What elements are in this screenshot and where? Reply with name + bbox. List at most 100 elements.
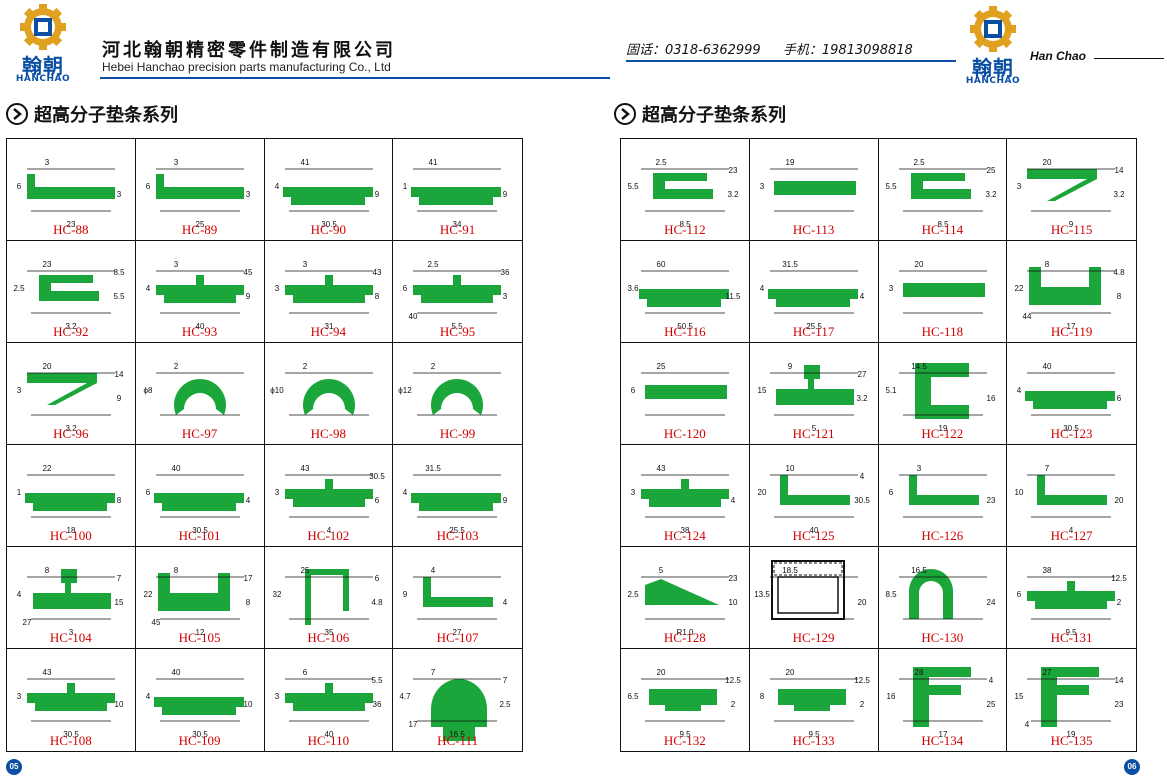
profile-shape xyxy=(1025,391,1116,409)
part-code-label: HC-93 xyxy=(181,324,218,339)
profile-shape xyxy=(777,689,846,711)
dimension-label: 4 xyxy=(860,472,865,481)
dimension-label: 5 xyxy=(812,424,817,433)
profile-shape xyxy=(914,363,969,419)
dimension-label: 40 xyxy=(809,526,818,535)
profile-drawing: 18.513.520 xyxy=(754,560,867,620)
dimension-label: 8 xyxy=(760,692,765,701)
dimension-label: 10 xyxy=(729,598,738,607)
brand-name-en: Han Chao xyxy=(1030,49,1087,63)
dimension-label: 3 xyxy=(174,158,179,167)
dimension-label: 12.5 xyxy=(1111,574,1127,583)
dimension-label: 45 xyxy=(243,268,252,277)
dimension-label: 19 xyxy=(938,424,947,433)
dimension-label: 2.5 xyxy=(627,590,639,599)
dimension-label: 4 xyxy=(17,590,22,599)
mobile-number: 手机：19813098818 xyxy=(782,43,913,58)
part-code-label: HC-114 xyxy=(921,222,964,237)
dimension-label: 2 xyxy=(302,362,307,371)
part-code-label: HC-131 xyxy=(1050,630,1093,645)
profile-shape xyxy=(431,379,484,415)
dimension-label: 4 xyxy=(146,692,151,701)
header-rule-right xyxy=(626,60,956,62)
dimension-label: ϕ12 xyxy=(399,386,413,395)
part-code-label: HC-129 xyxy=(792,630,835,645)
dimension-label: 27 xyxy=(23,618,32,627)
dimension-label: 4 xyxy=(246,496,251,505)
dimension-label: 5.1 xyxy=(885,386,897,395)
dimension-label: 50.5 xyxy=(677,322,693,331)
logo-text-en: HANCHAO xyxy=(965,76,1021,86)
dimension-label: 17 xyxy=(243,574,252,583)
part-code-label: HC-104 xyxy=(49,630,92,645)
dimension-label: 19 xyxy=(1067,730,1076,739)
dimension-label: 17 xyxy=(409,720,418,729)
part-code-label: HC-116 xyxy=(664,324,706,339)
dimension-label: 3.2 xyxy=(985,190,997,199)
profile-shape xyxy=(304,569,349,625)
profile-drawing: 203 xyxy=(888,260,987,314)
dimension-label: 2 xyxy=(1117,598,1122,607)
profile-shape xyxy=(302,379,355,415)
dimension-label: 4 xyxy=(403,488,408,497)
dimension-label: 40 xyxy=(1043,362,1052,371)
page-number-right: 06 xyxy=(1124,759,1140,775)
dimension-label: 3.2 xyxy=(65,322,77,331)
part-code-label: HC-135 xyxy=(1050,733,1093,748)
dimension-label: 3 xyxy=(117,190,122,199)
dimension-label: 16 xyxy=(986,394,995,403)
part-code-label: HC-115 xyxy=(1050,222,1093,237)
dimension-label: 2 xyxy=(860,700,865,709)
dimension-label: 27 xyxy=(1043,668,1052,677)
part-code-label: HC-105 xyxy=(178,630,221,645)
dimension-label: 22 xyxy=(1015,284,1024,293)
part-code-label: HC-108 xyxy=(49,733,92,748)
profile-shape xyxy=(775,365,854,405)
part-code-label: HC-134 xyxy=(921,733,964,748)
profile-drawing: 603.611.550.5 xyxy=(627,260,741,331)
part-code-label: HC-103 xyxy=(436,528,479,543)
profile-drawing: 232.55.53.28.5 xyxy=(13,260,125,331)
part-code-label: HC-125 xyxy=(792,528,835,543)
dimension-label: 13.5 xyxy=(754,590,770,599)
part-code-label: HC-132 xyxy=(663,733,706,748)
dimension-label: 7 xyxy=(431,668,436,677)
dimension-label: 20 xyxy=(914,260,923,269)
part-code-label: HC-130 xyxy=(921,630,964,645)
part-code-label: HC-120 xyxy=(663,426,706,441)
profile-shape xyxy=(39,275,99,301)
dimension-label: 3 xyxy=(274,488,279,497)
dimension-label: 30.5 xyxy=(192,730,208,739)
dimension-label: R1.0 xyxy=(677,628,694,637)
dimension-label: 8 xyxy=(1045,260,1050,269)
page-number-left: 05 xyxy=(6,759,22,775)
dimension-label: 20 xyxy=(1115,496,1124,505)
profile-shape xyxy=(155,275,244,303)
dimension-label: 8.5 xyxy=(679,220,691,229)
dimension-label: 4.7 xyxy=(400,692,412,701)
profile-drawing: 2ϕ8 xyxy=(143,362,244,416)
dimension-label: 35 xyxy=(324,628,333,637)
dimension-label: 8 xyxy=(374,292,379,301)
